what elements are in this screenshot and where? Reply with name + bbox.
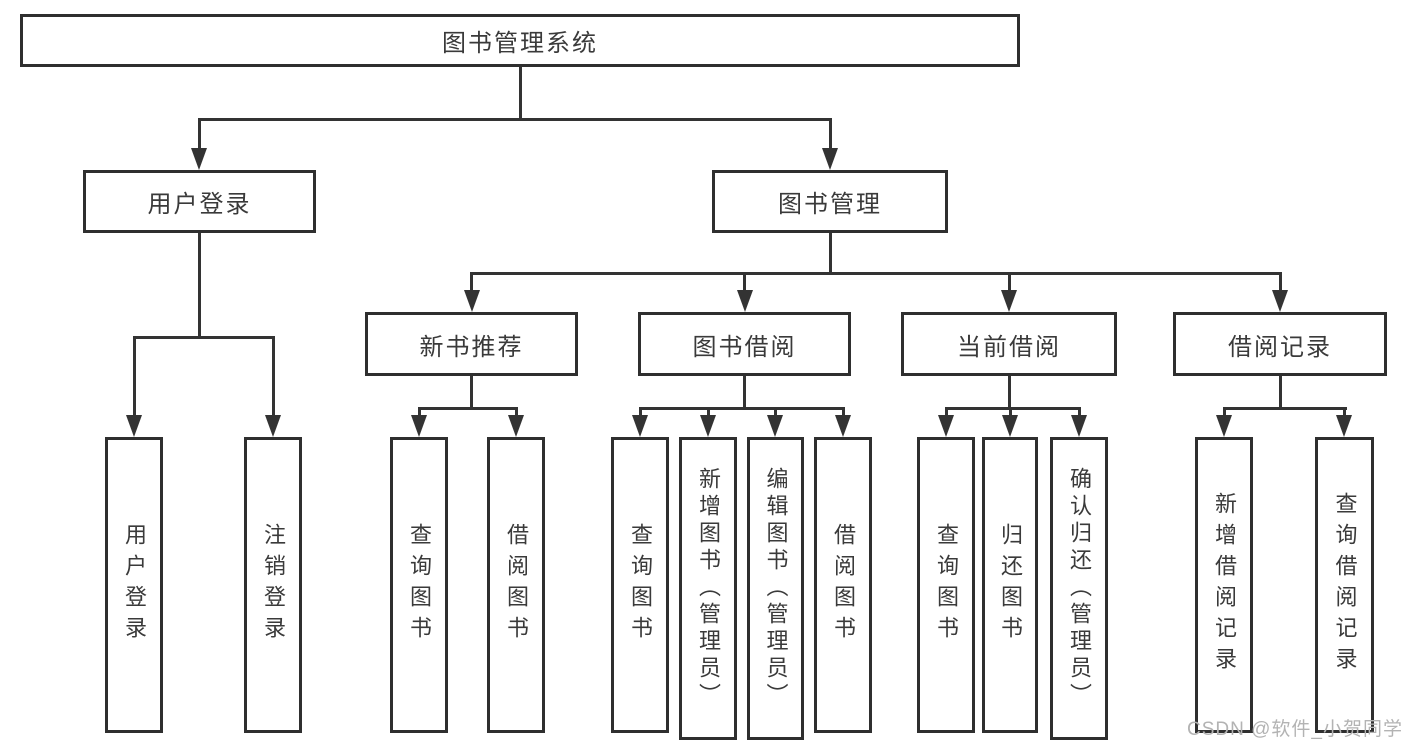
connector-line: [1007, 376, 1011, 407]
leaf-query-borrow-record: 查询借阅记录: [1315, 437, 1374, 733]
connector-line: [417, 407, 518, 410]
leaf-label: 新增图书（管理员）: [696, 467, 721, 710]
leaf-user-login: 用户登录: [105, 437, 163, 733]
connector-line: [743, 272, 746, 292]
connector-line: [1222, 407, 1226, 419]
leaf-label: 查询图书: [628, 523, 653, 647]
leaf-label: 新增借阅记录: [1212, 492, 1237, 678]
connector-line: [1008, 407, 1012, 419]
leaf-borrow-books-borrowing: 借阅图书: [814, 437, 872, 733]
connector-line: [470, 376, 473, 407]
connector-line: [828, 233, 832, 272]
leaf-label: 借阅图书: [504, 523, 529, 647]
arrowhead-down-icon: [736, 290, 753, 312]
leaf-return-books: 归还图书: [982, 437, 1038, 733]
connector-line: [197, 118, 201, 152]
arrowhead-down-icon: [508, 415, 524, 437]
connector-line: [638, 407, 845, 410]
arrowhead-down-icon: [632, 415, 648, 437]
node-current-borrowing: 当前借阅: [901, 312, 1117, 376]
connector-line: [1278, 376, 1282, 407]
arrowhead-down-icon: [700, 415, 716, 437]
leaf-label: 用户登录: [122, 523, 147, 647]
leaf-label: 查询图书: [934, 523, 959, 647]
node-new-book-recommend: 新书推荐: [365, 312, 578, 376]
leaf-label: 查询借阅记录: [1332, 492, 1358, 678]
node-book-borrowing: 图书借阅: [638, 312, 851, 376]
watermark: CSDN @软件_小贺同学: [1187, 719, 1403, 740]
leaf-label: 确认归还（管理员）: [1067, 467, 1092, 710]
node-book-management: 图书管理: [712, 170, 948, 233]
leaf-label: 注销登录: [261, 523, 286, 647]
connector-line: [944, 407, 948, 419]
connector-line: [773, 407, 777, 419]
connector-line: [271, 336, 275, 417]
node-label: 用户登录: [147, 191, 252, 218]
leaf-label: 归还图书: [998, 523, 1023, 647]
arrowhead-down-icon: [835, 415, 851, 437]
leaf-query-books-current: 查询图书: [917, 437, 975, 733]
arrowhead-down-icon: [1336, 415, 1352, 437]
connector-line: [514, 407, 518, 419]
arrowhead-down-icon: [411, 415, 427, 437]
node-label: 借阅记录: [1228, 333, 1332, 361]
connector-line: [706, 407, 710, 419]
arrowhead-down-icon: [1272, 290, 1288, 312]
arrowhead-down-icon: [463, 290, 480, 312]
leaf-query-books-recommend: 查询图书: [390, 437, 448, 733]
arrowhead-down-icon: [1002, 415, 1018, 437]
node-borrowing-records: 借阅记录: [1173, 312, 1387, 376]
arrowhead-down-icon: [191, 148, 207, 170]
connector-line: [638, 407, 642, 419]
connector-line: [132, 336, 275, 339]
leaf-logout: 注销登录: [244, 437, 302, 733]
leaf-label: 借阅图书: [831, 523, 856, 647]
arrowhead-down-icon: [1216, 415, 1232, 437]
connector-line: [944, 407, 1081, 410]
node-label: 当前借阅: [957, 333, 1061, 361]
arrowhead-down-icon: [126, 415, 142, 437]
connector-line: [1278, 272, 1282, 292]
leaf-confirm-return-admin: 确认归还（管理员）: [1050, 437, 1108, 740]
node-label: 新书推荐: [419, 333, 524, 361]
arrowhead-down-icon: [822, 148, 838, 170]
connector-line: [132, 336, 136, 417]
connector-line: [198, 233, 201, 336]
leaf-edit-books-admin: 编辑图书（管理员）: [747, 437, 804, 740]
connector-line: [518, 67, 522, 118]
connector-line: [1007, 272, 1011, 292]
connector-line: [828, 118, 832, 152]
arrowhead-down-icon: [1071, 415, 1087, 437]
connector-line: [1342, 407, 1346, 419]
node-label: 图书管理: [778, 191, 882, 218]
arrowhead-down-icon: [767, 415, 783, 437]
arrowhead-down-icon: [265, 415, 281, 437]
leaf-add-borrow-record: 新增借阅记录: [1195, 437, 1253, 733]
leaf-query-books-borrowing: 查询图书: [611, 437, 669, 733]
connector-line: [417, 407, 421, 419]
connector-line: [841, 407, 845, 419]
leaf-label: 查询图书: [407, 523, 432, 647]
connector-line: [1222, 407, 1347, 410]
connector-line: [1077, 407, 1081, 419]
leaf-borrow-books-recommend: 借阅图书: [487, 437, 545, 733]
leaf-label: 编辑图书（管理员）: [763, 467, 789, 710]
connector-line: [743, 376, 746, 407]
node-library-management-system: 图书管理系统: [20, 14, 1020, 67]
connector-line: [470, 272, 473, 292]
node-label: 图书借阅: [692, 333, 797, 361]
connector-line: [197, 118, 832, 121]
arrowhead-down-icon: [938, 415, 954, 437]
arrowhead-down-icon: [1001, 290, 1017, 312]
leaf-add-books-admin: 新增图书（管理员）: [679, 437, 737, 740]
node-label: 图书管理系统: [442, 30, 598, 57]
connector-line: [470, 272, 1281, 275]
node-user-login: 用户登录: [83, 170, 316, 233]
